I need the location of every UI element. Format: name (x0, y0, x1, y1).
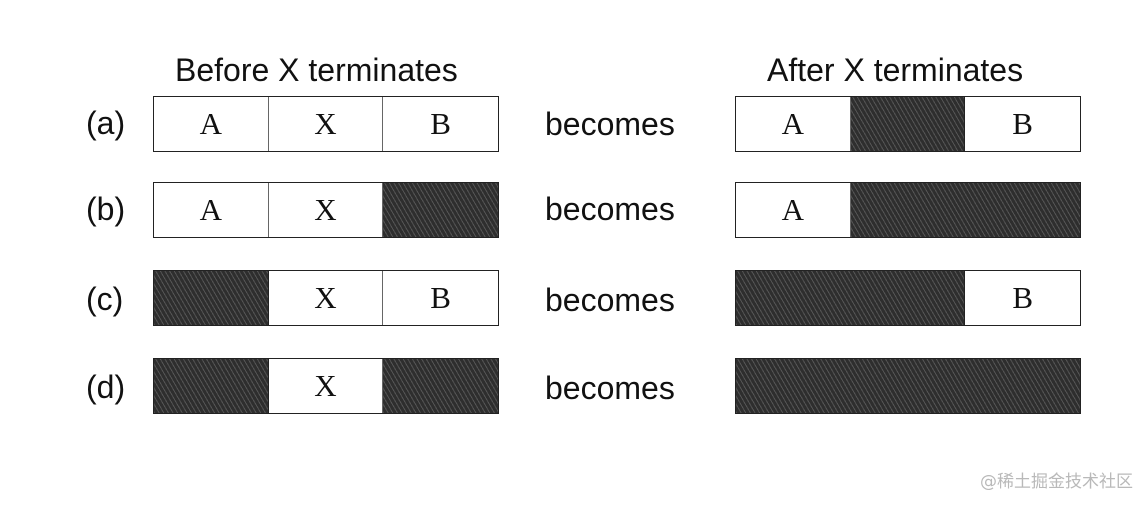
hole-segment (850, 183, 1080, 237)
becomes-label: becomes (545, 282, 675, 318)
before-memory-bar: X (153, 358, 499, 414)
hole-segment (383, 183, 498, 237)
hole-segment (736, 271, 966, 325)
process-segment: X (269, 359, 384, 413)
process-segment: A (736, 183, 851, 237)
process-segment: B (1012, 280, 1033, 315)
process-segment: X (269, 271, 384, 325)
hole-segment (154, 359, 269, 413)
process-segment: B (430, 106, 451, 141)
row-label: (a) (86, 105, 126, 141)
process-segment: A (154, 183, 269, 237)
after-header: After X terminates (767, 52, 1024, 88)
process-segment: X (269, 97, 384, 151)
hole-segment (736, 359, 1080, 413)
hole-segment (154, 271, 269, 325)
process-segment: B (1012, 106, 1033, 141)
hole-segment (850, 97, 966, 151)
becomes-label: becomes (545, 191, 675, 227)
becomes-label: becomes (545, 106, 675, 142)
row-label: (d) (86, 369, 126, 405)
hole-segment (383, 359, 498, 413)
process-segment: X (269, 183, 384, 237)
process-segment: B (430, 280, 451, 315)
row-label: (b) (86, 191, 126, 227)
after-memory-bar (735, 358, 1081, 414)
after-memory-bar: A (735, 182, 1081, 238)
process-segment: A (736, 97, 851, 151)
after-memory-bar: B (735, 270, 1081, 326)
before-header: Before X terminates (175, 52, 458, 88)
row-label: (c) (86, 281, 124, 317)
process-segment: A (154, 97, 269, 151)
watermark: @稀土掘金技术社区 (980, 472, 1133, 492)
becomes-label: becomes (545, 370, 675, 406)
